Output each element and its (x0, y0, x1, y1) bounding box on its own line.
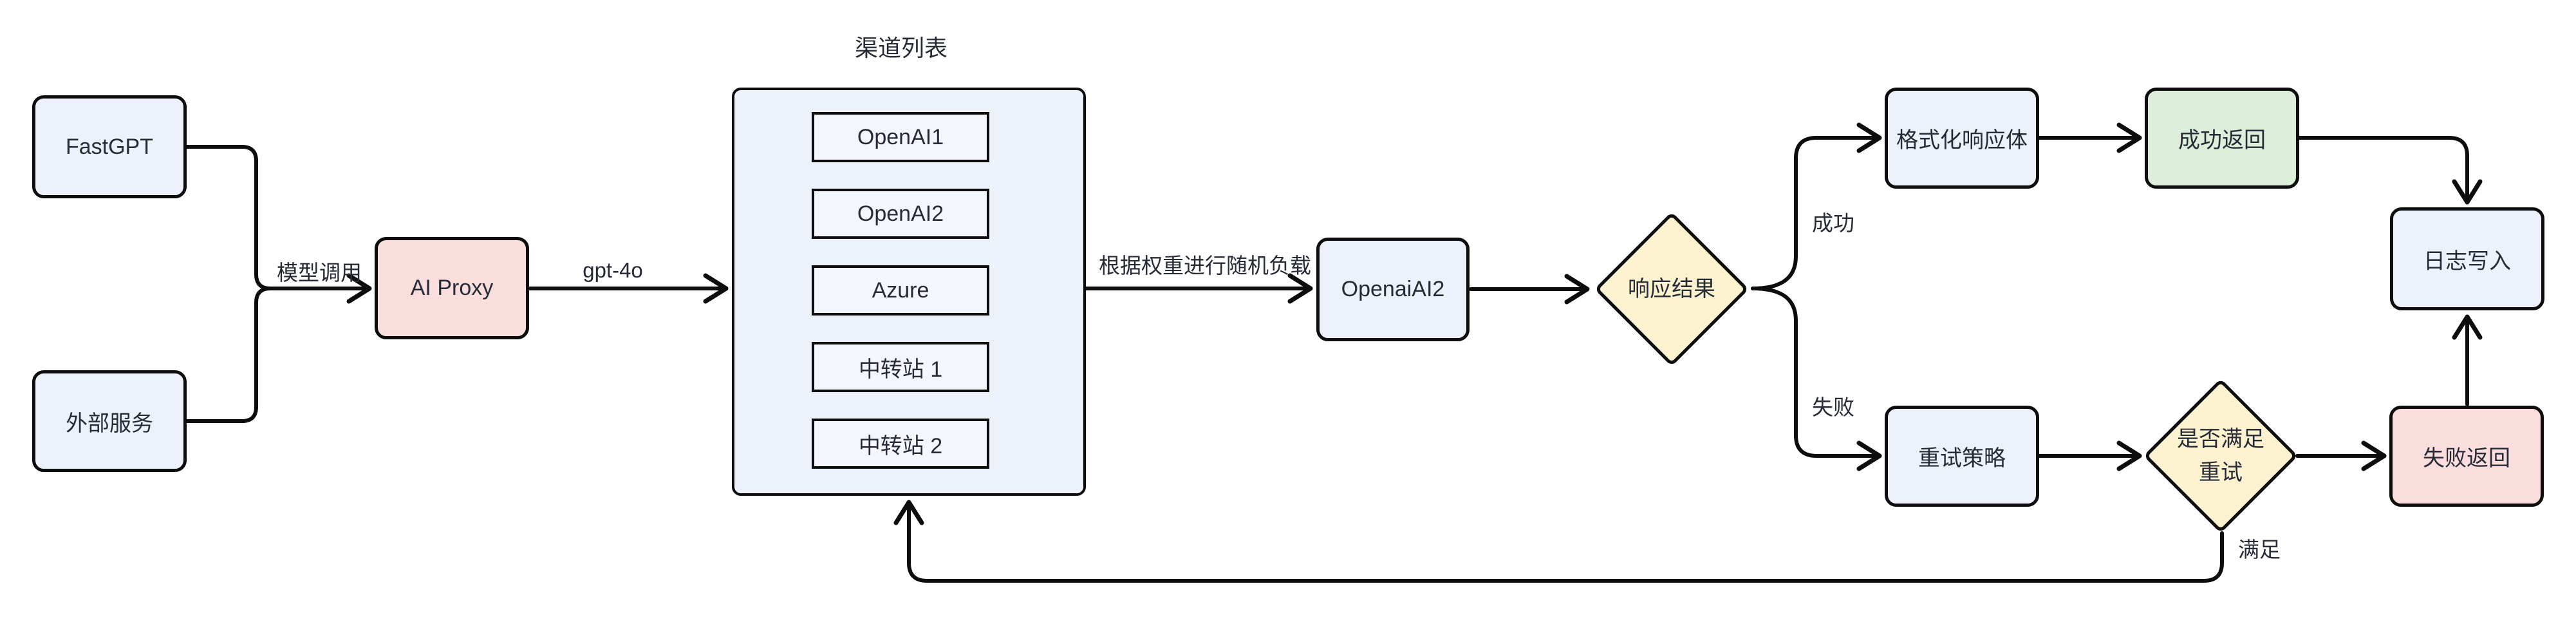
edge-successreturn-to-log (2297, 136, 2483, 205)
node-ai-proxy-label: AI Proxy (410, 276, 494, 300)
node-format-response-body-label: 格式化响应体 (1896, 128, 2028, 153)
edge-label-weighted-load: 根据权重进行随机负载 (1099, 254, 1311, 278)
node-external-service: 外部服务 (32, 370, 187, 472)
decision-response-result: 响应结果 (1592, 210, 1751, 368)
node-failure-return: 失败返回 (2389, 406, 2544, 507)
channel-relay-2: 中转站 2 (812, 419, 989, 469)
channel-relay-1: 中转站 1 (812, 342, 989, 392)
channel-openai1: OpenAI1 (812, 112, 989, 162)
node-failure-return-label: 失败返回 (2423, 446, 2510, 471)
node-success-return-label: 成功返回 (2178, 128, 2266, 153)
edge-label-success: 成功 (1812, 211, 1854, 235)
channel-azure-label: Azure (872, 278, 929, 303)
node-openaiai2-label: OpenaiAI2 (1341, 277, 1445, 301)
decision-retry-condition-line1: 是否满足 (2177, 427, 2264, 451)
edge-external-to-aiproxy (183, 287, 272, 423)
node-ai-proxy: AI Proxy (375, 237, 529, 339)
edge-label-failure: 失败 (1812, 395, 1854, 419)
node-retry-strategy-label: 重试策略 (1918, 446, 2006, 471)
node-success-return: 成功返回 (2145, 88, 2299, 189)
node-external-service-label: 外部服务 (66, 411, 153, 436)
channel-azure: Azure (812, 265, 989, 316)
channel-openai2: OpenAI2 (812, 189, 989, 239)
edge-response-success (1751, 122, 1882, 290)
node-retry-strategy: 重试策略 (1885, 406, 2039, 507)
channel-relay-2-label: 中转站 2 (858, 433, 943, 458)
edge-label-gpt-4o: gpt-4o (583, 258, 643, 282)
edge-response-failure (1751, 287, 1882, 471)
decision-retry-condition: 是否满足 重试 (2142, 377, 2300, 535)
channel-openai2-label: OpenAI2 (857, 201, 944, 226)
edge-label-satisfied: 满足 (2238, 538, 2281, 561)
channel-openai1-label: OpenAI1 (857, 124, 944, 149)
node-fastgpt: FastGPT (32, 95, 187, 198)
channel-list-container: OpenAI1 OpenAI2 Azure 中转站 1 中转站 2 (732, 88, 1086, 496)
edge-condition-loopback-to-channels (893, 500, 2224, 583)
decision-retry-condition-label: 是否满足 重试 (2177, 422, 2264, 489)
node-openaiai2: OpenaiAI2 (1316, 238, 1470, 341)
decision-response-result-label: 响应结果 (1628, 277, 1715, 301)
channel-list-title: 渠道列表 (854, 35, 947, 61)
node-log-write-label: 日志写入 (2423, 249, 2511, 274)
decision-retry-condition-line2: 重试 (2199, 460, 2243, 485)
edge-label-model-call: 模型调用 (277, 261, 362, 285)
node-fastgpt-label: FastGPT (65, 134, 154, 159)
node-log-write: 日志写入 (2390, 207, 2544, 310)
channel-relay-1-label: 中转站 1 (858, 357, 943, 382)
node-format-response-body: 格式化响应体 (1885, 88, 2039, 189)
